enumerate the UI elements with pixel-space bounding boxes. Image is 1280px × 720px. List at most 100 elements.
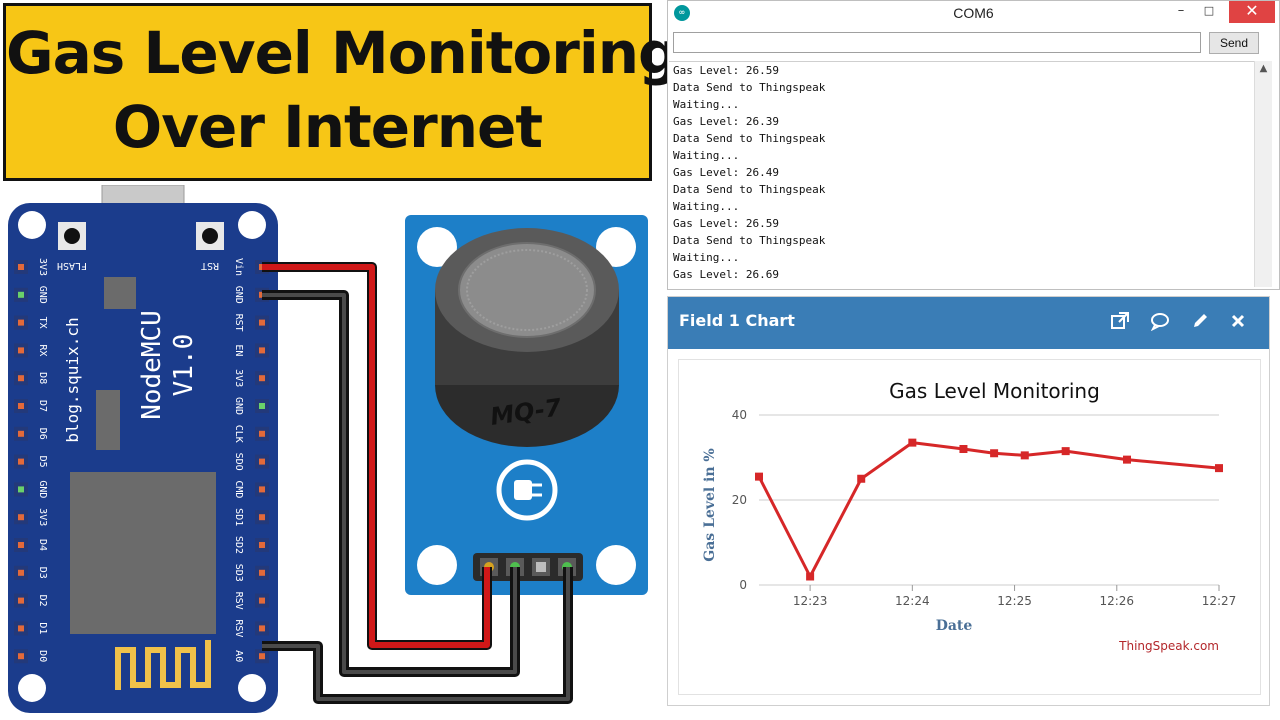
left-pin-label: D4 xyxy=(37,539,48,551)
panel-header: Field 1 Chart xyxy=(668,297,1269,349)
right-pin-label: EN xyxy=(233,344,244,356)
comment-icon[interactable] xyxy=(1150,311,1170,331)
right-pin-clk: CLK xyxy=(233,425,269,443)
serial-log-line: Waiting... xyxy=(673,251,740,264)
data-point[interactable] xyxy=(755,472,763,481)
left-pin-d3: D3 xyxy=(14,565,48,580)
left-pin-label: RX xyxy=(37,344,48,356)
send-button[interactable]: Send xyxy=(1209,32,1259,54)
y-tick-label: 20 xyxy=(732,493,747,507)
left-pin-label: GND xyxy=(37,480,48,498)
left-pin-label: GND xyxy=(37,286,48,304)
serial-log-line: Gas Level: 26.59 xyxy=(673,217,779,230)
right-pin-label: CLK xyxy=(233,425,244,443)
data-point[interactable] xyxy=(806,572,815,581)
right-pin-label: SD3 xyxy=(233,564,244,582)
title-banner: Gas Level Monitoring Over Internet xyxy=(3,3,680,181)
external-link-icon[interactable] xyxy=(1110,311,1130,331)
minimize-button[interactable]: – xyxy=(1177,3,1185,18)
flash-label: FLASH xyxy=(57,260,87,271)
serial-log-line: Data Send to Thingspeak xyxy=(673,81,826,94)
left-pin-label: D3 xyxy=(37,567,48,579)
thingspeak-watermark[interactable]: ThingSpeak.com xyxy=(1118,639,1219,653)
arduino-icon: ∞ xyxy=(674,5,690,21)
data-point[interactable] xyxy=(857,474,866,483)
y-tick-label: 0 xyxy=(739,578,747,592)
right-pin-sd2: SD2 xyxy=(233,536,269,554)
right-pin-label: A0 xyxy=(233,650,244,662)
right-pin-label: Vin xyxy=(233,258,244,276)
board-url: blog.squix.ch xyxy=(63,317,82,442)
left-pin-d8: D8 xyxy=(14,371,48,386)
close-icon[interactable] xyxy=(1228,311,1248,331)
data-point[interactable] xyxy=(1061,447,1070,456)
left-pin-label: D5 xyxy=(37,456,48,468)
serial-scrollbar[interactable]: ▲ xyxy=(1254,61,1272,287)
serial-log-line: Gas Level: 26.59 xyxy=(673,64,779,77)
board-name-line2: V1.0 xyxy=(169,334,199,397)
right-pin-sd3: SD3 xyxy=(233,564,269,582)
board-name-line1: NodeMCU xyxy=(137,310,167,420)
close-window-button[interactable]: ✕ xyxy=(1229,1,1275,23)
right-pin-label: SD1 xyxy=(233,508,244,526)
maximize-button[interactable]: □ xyxy=(1203,4,1215,17)
right-pin-a0: A0 xyxy=(233,649,269,664)
serial-log-line: Data Send to Thingspeak xyxy=(673,183,826,196)
right-pin-label: RSV xyxy=(233,592,244,610)
serial-log-line: Gas Level: 26.49 xyxy=(673,166,779,179)
right-pin-rsv: RSV xyxy=(233,592,269,610)
right-pin-cmd: CMD xyxy=(233,480,269,498)
x-tick-label: 12:25 xyxy=(997,594,1032,608)
right-pin-3v3: 3V3 xyxy=(233,369,269,387)
x-axis-label: Date xyxy=(936,618,973,634)
right-pin-label: 3V3 xyxy=(233,369,244,387)
left-pin-tx: TX xyxy=(14,315,48,330)
y-axis-label: Gas Level in % xyxy=(702,448,718,561)
scroll-up-arrow-icon[interactable]: ▲ xyxy=(1259,63,1268,74)
right-pin-label: RST xyxy=(233,314,244,332)
x-tick-label: 12:27 xyxy=(1202,594,1237,608)
left-pin-d1: D1 xyxy=(14,621,48,636)
nodemcu-board: FLASH RST blog.squix.ch NodeMCU V1.0 3V3… xyxy=(8,185,278,713)
left-pin-label: D1 xyxy=(37,622,48,634)
pencil-icon[interactable] xyxy=(1190,311,1210,331)
left-pin-d2: D2 xyxy=(14,593,48,608)
left-pin-d0: D0 xyxy=(14,649,48,664)
right-pin-label: GND xyxy=(233,286,244,304)
x-tick-label: 12:23 xyxy=(793,594,828,608)
data-point[interactable] xyxy=(1123,455,1131,464)
plug-icon xyxy=(496,459,558,521)
serial-titlebar: ∞ COM6 – □ ✕ xyxy=(668,1,1279,27)
right-pin-label: GND xyxy=(233,397,244,415)
left-pin-d5: D5 xyxy=(14,454,48,469)
serial-log-line: Data Send to Thingspeak xyxy=(673,234,826,247)
left-pin-d6: D6 xyxy=(14,426,48,441)
data-point[interactable] xyxy=(1215,464,1223,473)
serial-log-line: Waiting... xyxy=(673,149,740,162)
y-tick-label: 40 xyxy=(732,408,747,422)
right-pin-sdo: SDO xyxy=(233,453,269,471)
serial-log-line: Data Send to Thingspeak xyxy=(673,132,826,145)
field-chart-panel: Field 1 Chart Gas Level Monitoring 0 20 40 1… xyxy=(667,296,1270,706)
left-pin-3v3: 3V3 xyxy=(14,258,48,276)
rst-label: RST xyxy=(201,260,219,271)
banner-title-line1: Gas Level Monitoring xyxy=(6,19,680,87)
left-pin-gnd: GND xyxy=(14,286,48,304)
data-point[interactable] xyxy=(1020,451,1029,460)
left-pin-label: D0 xyxy=(37,650,48,662)
chart-title: Gas Level Monitoring xyxy=(889,379,1100,403)
serial-log-line: Gas Level: 26.69 xyxy=(673,268,779,281)
panel-title: Field 1 Chart xyxy=(679,311,795,330)
data-point[interactable] xyxy=(959,445,968,453)
series-line xyxy=(757,441,1220,578)
data-point[interactable] xyxy=(908,438,917,447)
right-pin-rst: RST xyxy=(233,314,269,332)
serial-log-line: Waiting... xyxy=(673,98,740,111)
right-pin-label: RSV xyxy=(233,619,244,637)
left-pin-label: 3V3 xyxy=(37,258,48,276)
serial-send-input[interactable] xyxy=(673,32,1201,53)
data-point[interactable] xyxy=(990,449,999,458)
right-pin-label: SD2 xyxy=(233,536,244,554)
